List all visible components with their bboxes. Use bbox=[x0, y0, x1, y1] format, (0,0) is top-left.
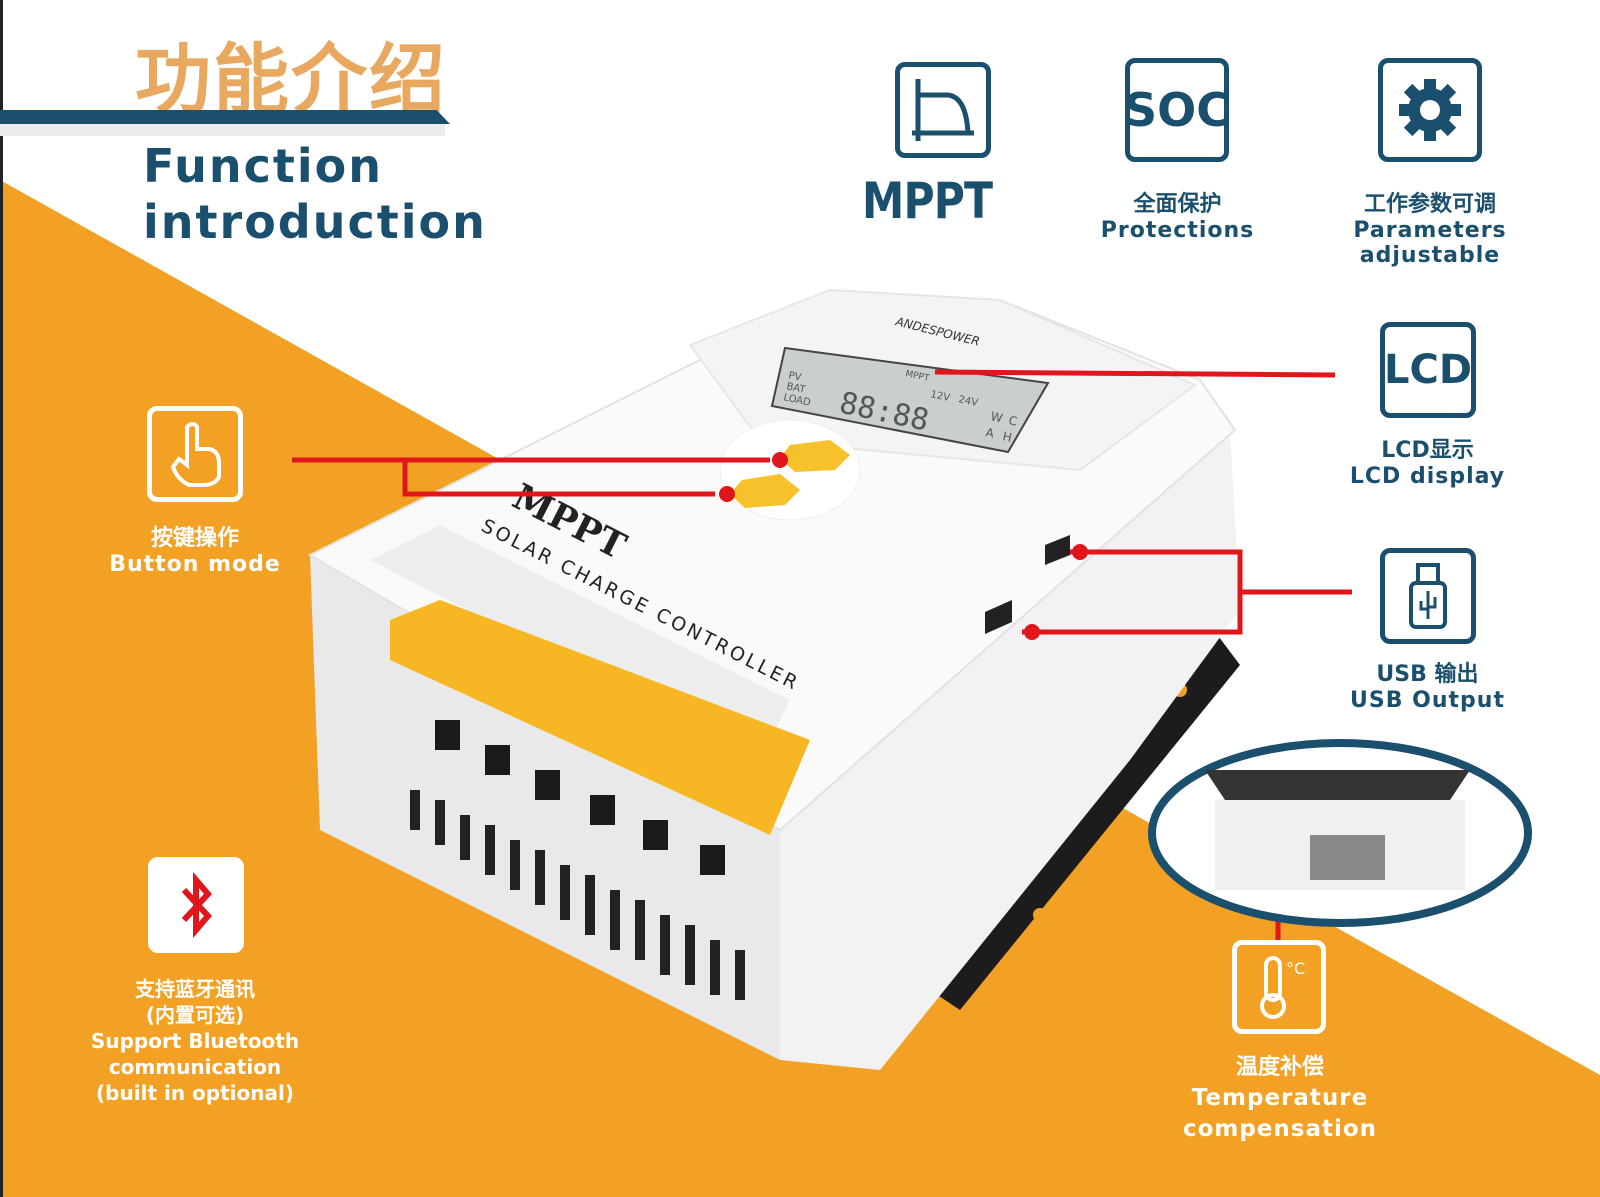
lcd-label-w: W bbox=[989, 409, 1004, 425]
usb-cn: USB 输出 bbox=[1376, 662, 1479, 687]
lcd-label-bat: BAT bbox=[785, 381, 807, 396]
mppt-curve-icon bbox=[895, 62, 991, 158]
parameters-en-2: adjustable bbox=[1359, 243, 1501, 268]
lcd-label-c: C bbox=[1007, 413, 1018, 428]
title-chinese: 功能介绍 bbox=[135, 35, 447, 124]
title-underline bbox=[0, 110, 450, 124]
bluetooth-cn-2: (内置可选) bbox=[145, 1003, 245, 1027]
mounting-bracket bbox=[930, 625, 1240, 1010]
mppt-label: MPPT bbox=[862, 172, 993, 230]
title-en-line1: Function bbox=[143, 139, 384, 193]
device-right-face bbox=[780, 430, 1240, 1070]
title-underline-shadow bbox=[0, 124, 445, 136]
gear-icon bbox=[1378, 58, 1482, 162]
bluetooth-en-3: (built in optional) bbox=[96, 1081, 294, 1105]
lcd-label-24v: 24V bbox=[957, 394, 979, 409]
bluetooth-en-1: Support Bluetooth bbox=[90, 1029, 300, 1053]
feature-protections: 全面保护 Protections bbox=[1080, 186, 1275, 243]
lcd-cn: LCD显示 bbox=[1381, 438, 1474, 463]
parameters-cn: 工作参数可调 bbox=[1363, 192, 1496, 217]
lcd-label-12v: 12V bbox=[929, 389, 951, 404]
bluetooth-icon bbox=[148, 857, 244, 953]
usb-port-2 bbox=[985, 600, 1012, 634]
lcd-en: LCD display bbox=[1349, 464, 1506, 489]
callout-lines bbox=[292, 369, 1352, 940]
left-edge-line bbox=[0, 0, 3, 1197]
feature-lcd: LCD显示 LCD display bbox=[1320, 432, 1535, 489]
button-up[interactable] bbox=[780, 440, 850, 472]
button-cn: 按键操作 bbox=[150, 526, 239, 551]
heatsink-fins bbox=[410, 790, 745, 1000]
terminal-holes bbox=[435, 720, 725, 875]
lcd-label-a: A bbox=[984, 425, 996, 441]
usb-en: USB Output bbox=[1350, 688, 1505, 713]
feature-temperature: 温度补偿 Temperature compensation bbox=[1150, 1052, 1410, 1145]
lcd-label-pv: PV bbox=[787, 370, 802, 383]
thermometer-icon: °C bbox=[1232, 940, 1326, 1034]
feature-bluetooth: 支持蓝牙通讯 (内置可选) Support Bluetooth communic… bbox=[75, 976, 315, 1106]
feature-parameters: 工作参数可调 Parameters adjustable bbox=[1330, 186, 1530, 268]
protections-en: Protections bbox=[1100, 218, 1255, 243]
celsius-label: °C bbox=[1286, 959, 1305, 978]
bluetooth-en-2: communication bbox=[108, 1055, 282, 1079]
temperature-en-2: compensation bbox=[1182, 1116, 1378, 1142]
parameters-en-1: Parameters bbox=[1353, 218, 1507, 243]
protections-cn: 全面保护 bbox=[1133, 192, 1222, 217]
terminal-cover bbox=[390, 600, 810, 835]
usb-icon bbox=[1380, 548, 1476, 644]
feature-usb: USB 输出 USB Output bbox=[1320, 656, 1535, 713]
button-en: Button mode bbox=[109, 552, 281, 577]
lcd-label-h: H bbox=[1001, 429, 1013, 445]
lcd-labels: PV BAT LOAD 12V 24V W C A H MPPT bbox=[782, 369, 1018, 445]
bluetooth-cn-1: 支持蓝牙通讯 bbox=[135, 977, 255, 1001]
temperature-sensor-vent bbox=[1310, 835, 1385, 880]
feature-button: 按键操作 Button mode bbox=[95, 520, 295, 577]
title-en-line2: introduction bbox=[143, 195, 487, 249]
usb-port-1 bbox=[1045, 535, 1070, 565]
temperature-cn: 温度补偿 bbox=[1235, 1055, 1324, 1080]
temperature-en-1: Temperature bbox=[1191, 1085, 1369, 1111]
title-english: Function introduction bbox=[143, 138, 487, 250]
lcd-icon: LCD bbox=[1380, 322, 1476, 418]
pointing-finger-icon bbox=[147, 406, 243, 502]
soc-icon: SOC bbox=[1124, 58, 1230, 162]
button-down[interactable] bbox=[730, 474, 800, 508]
